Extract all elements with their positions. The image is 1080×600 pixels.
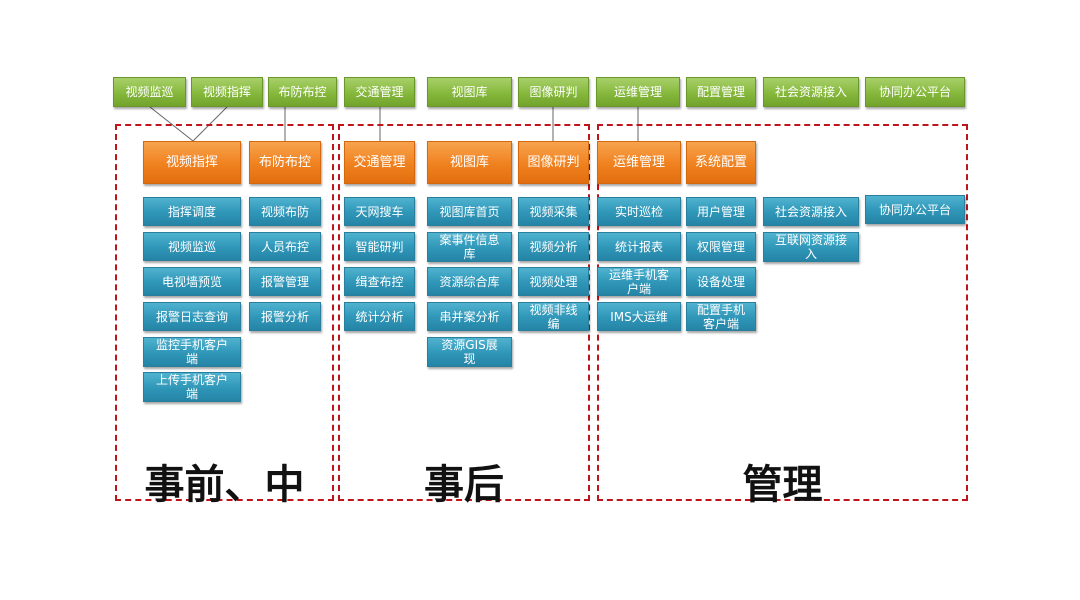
function-item: 权限管理 [686,232,756,261]
function-item: 统计报表 [597,232,681,261]
function-item: 统计分析 [344,302,415,331]
subsystem-header: 系统配置 [686,141,756,184]
function-item: 设备处理 [686,267,756,296]
function-item: 协同办公平台 [865,195,965,224]
zone-before-during [115,124,334,501]
top-module: 交通管理 [344,77,415,107]
top-module: 协同办公平台 [865,77,965,107]
top-module: 运维管理 [596,77,680,107]
subsystem-header: 视图库 [427,141,512,184]
subsystem-header: 图像研判 [518,141,589,184]
function-item: 上传手机客户 端 [143,372,241,402]
function-item: 报警日志查询 [143,302,241,331]
top-module: 视频监巡 [113,77,186,107]
function-item: 案事件信息 库 [427,232,512,262]
subsystem-header: 布防布控 [249,141,321,184]
function-item: 指挥调度 [143,197,241,226]
function-item: 资源综合库 [427,267,512,296]
function-item: 视频处理 [518,267,589,296]
function-item: 智能研判 [344,232,415,261]
function-item: 视图库首页 [427,197,512,226]
function-item: IMS大运维 [597,302,681,331]
function-item: 实时巡检 [597,197,681,226]
zone-after [338,124,590,501]
top-module: 布防布控 [268,77,337,107]
subsystem-header: 运维管理 [597,141,681,184]
top-module: 图像研判 [518,77,589,107]
function-item: 运维手机客 户端 [597,267,681,296]
function-item: 串并案分析 [427,302,512,331]
function-item: 用户管理 [686,197,756,226]
function-item: 视频监巡 [143,232,241,261]
function-item: 视频分析 [518,232,589,261]
section-label: 事前、中 [144,462,305,508]
top-module: 社会资源接入 [763,77,859,107]
function-item: 视频采集 [518,197,589,226]
subsystem-header: 视频指挥 [143,141,241,184]
function-item: 电视墙预览 [143,267,241,296]
section-label: 事后 [424,462,504,508]
function-item: 天网搜车 [344,197,415,226]
function-item: 社会资源接入 [763,197,859,226]
top-module: 配置管理 [686,77,756,107]
function-item: 视频布防 [249,197,321,226]
function-item: 互联网资源接 入 [763,232,859,262]
top-module: 视图库 [427,77,512,107]
function-item: 报警分析 [249,302,321,331]
function-item: 配置手机 客户端 [686,302,756,331]
subsystem-header: 交通管理 [344,141,415,184]
function-item: 资源GIS展 现 [427,337,512,367]
function-item: 监控手机客户 端 [143,337,241,367]
function-item: 缉查布控 [344,267,415,296]
function-item: 视频非线 编 [518,302,589,331]
function-item: 人员布控 [249,232,321,261]
section-label: 管理 [742,462,823,508]
function-item: 报警管理 [249,267,321,296]
top-module: 视频指挥 [191,77,263,107]
